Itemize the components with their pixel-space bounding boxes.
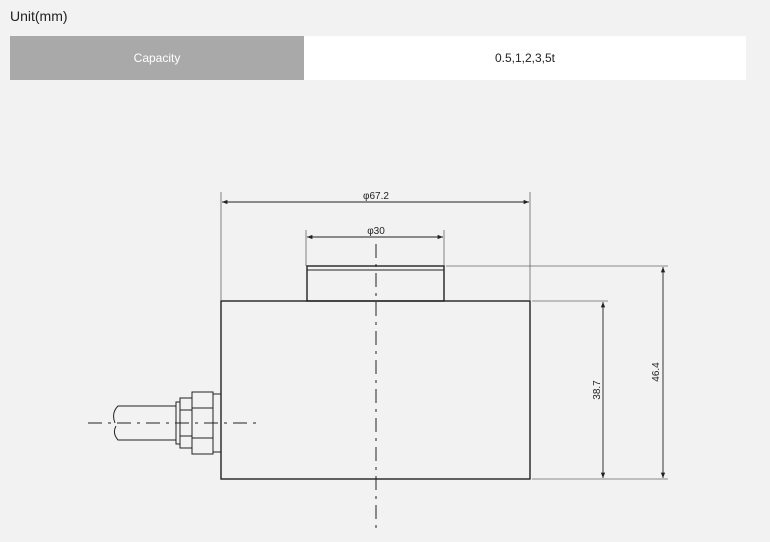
outer-diameter-label: φ67.2 [363, 191, 389, 202]
capacity-value: 0.5,1,2,3,5t [304, 36, 746, 80]
total-height-label: 46.4 [651, 362, 662, 382]
extension-lines [220, 192, 668, 480]
body-height-label: 38.7 [592, 380, 603, 400]
capacity-label: Capacity [10, 36, 304, 80]
cable [113, 405, 176, 441]
top-diameter-label: φ30 [367, 226, 385, 237]
spec-table: Capacity 0.5,1,2,3,5t [10, 36, 746, 80]
unit-label: Unit(mm) [10, 8, 68, 24]
